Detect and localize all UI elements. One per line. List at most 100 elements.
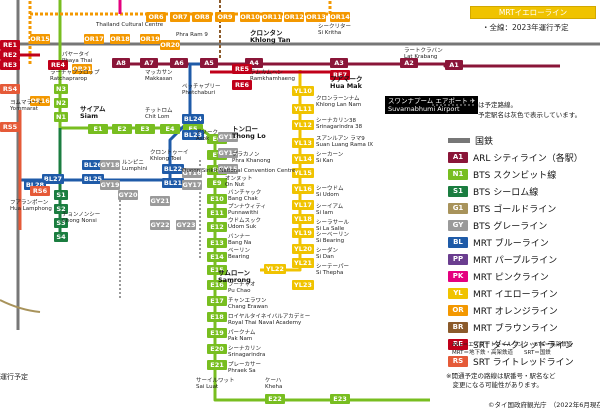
station-name-en: Si Bearing [316, 238, 345, 244]
station-tag: N3 [54, 84, 68, 94]
station-tag: E17 [207, 296, 227, 306]
station-name-en: Si La Salle [316, 226, 345, 232]
station-tag: YL14 [292, 154, 314, 164]
legend-swatch: PK [448, 270, 468, 282]
station-name-ja: プラカノン [232, 152, 260, 158]
station-name-en: Si Dan [316, 254, 334, 260]
station-tag: YL13 [292, 138, 314, 148]
legend-swatch: OR [448, 304, 468, 316]
station-name-ja: プンナウィティ [228, 204, 267, 210]
legend-swatch: G1 [448, 202, 468, 214]
station-tag: RS5 [0, 122, 20, 132]
abbreviations: ARL＝エアポートレイルリンク BTS＝高架鉄道 MRT＝地下鉄・高架鉄道 SR… [452, 341, 600, 357]
station-name-ja: チットロム [145, 108, 173, 114]
station-name-en: Udom Suk [228, 224, 257, 230]
station-tag: E13 [207, 238, 227, 248]
srt-swatch [448, 137, 470, 143]
station-name-ja: プレーカサー [228, 362, 262, 368]
legend-swatch: PP [448, 253, 468, 265]
station-tag: OR21 [72, 64, 92, 74]
legend-swatch: S1 [448, 185, 468, 197]
station-tag: A2 [400, 58, 418, 68]
station-tag: GY19 [100, 180, 120, 190]
station-tag: E14 [207, 252, 227, 262]
station-tag: E8 [207, 165, 227, 175]
station-tag: BL21 [162, 178, 184, 188]
station-name-ja: ベーリン [228, 248, 251, 254]
legend-swatch: BR [448, 321, 468, 333]
station-name-en: Chang Erawan [228, 304, 268, 310]
station-tag: E2 [112, 124, 132, 134]
station-name-en: Pak Nam [228, 336, 253, 342]
station-tag: E16 [207, 280, 227, 290]
station-name-ja: クロンラーンナム [316, 96, 360, 102]
station-name-en: Bang Chak [228, 196, 258, 202]
station-name-en: Si Kan [316, 158, 334, 164]
station-tag: E11 [207, 208, 227, 218]
station-tag: OR10 [240, 12, 260, 22]
station-tag: RE6 [232, 80, 252, 90]
station-tag: E1 [88, 124, 108, 134]
station-tag: OR9 [215, 12, 235, 22]
station-tag: RS6 [30, 186, 50, 196]
station-name-ja: ラムカムヘン [250, 70, 283, 76]
legend-row-srt_light_red: RS SRT ライトレッドライン [448, 353, 596, 369]
station-tag: OR13 [306, 12, 326, 22]
station-name-ja: バンナー [228, 234, 251, 240]
station-tag: YL17 [292, 200, 314, 210]
station-name-ja: ケーハ [265, 378, 282, 384]
station-name-ja: パヤータイ [62, 52, 90, 58]
legend-label: BTS スクンビット線 [473, 170, 557, 181]
station-tag: E9 [207, 178, 227, 188]
dashed-note-line: 予定駅名は灰色で表示しています。 [478, 111, 582, 119]
station-tag: GY17 [182, 180, 202, 190]
station-name-en: Ratchaprarop [50, 76, 88, 82]
station-name-ja: シーテーパー [316, 264, 349, 270]
airport-label-en: Suvarnabhumi Airport [388, 105, 460, 113]
legend-label: SRT ライトレッドライン [473, 357, 574, 368]
station-name-en: Hua Mak [330, 82, 362, 90]
station-name-en: Siam [80, 112, 99, 120]
station-tag: YL21 [292, 258, 314, 268]
station-tag: RE3 [0, 60, 20, 70]
station-tag: A8 [112, 58, 130, 68]
station-tag: A4 [245, 58, 263, 68]
station-name-ja: プーチャオ [228, 282, 256, 288]
station-tag: OR7 [170, 12, 190, 22]
station-tag: BL26 [82, 160, 104, 170]
station-tag: GY14 [218, 148, 238, 158]
station-name-en: Lumphini [122, 166, 148, 172]
station-name-en: Phra Khanong [232, 158, 271, 164]
legend-swatch: RS [448, 355, 468, 367]
station-tag: BL25 [82, 174, 104, 184]
station-tag: RE1 [0, 40, 20, 50]
station-tag: E15 [207, 265, 227, 275]
notice-line: ※開通予定の路線は駅番号・駅名など [446, 372, 556, 380]
left-note: 運行予定 [0, 373, 28, 381]
legend-label: ARL シティライン（各駅） [473, 153, 583, 164]
station-tag: RE5 [232, 64, 252, 74]
station-name-en: Bearing [228, 254, 250, 260]
